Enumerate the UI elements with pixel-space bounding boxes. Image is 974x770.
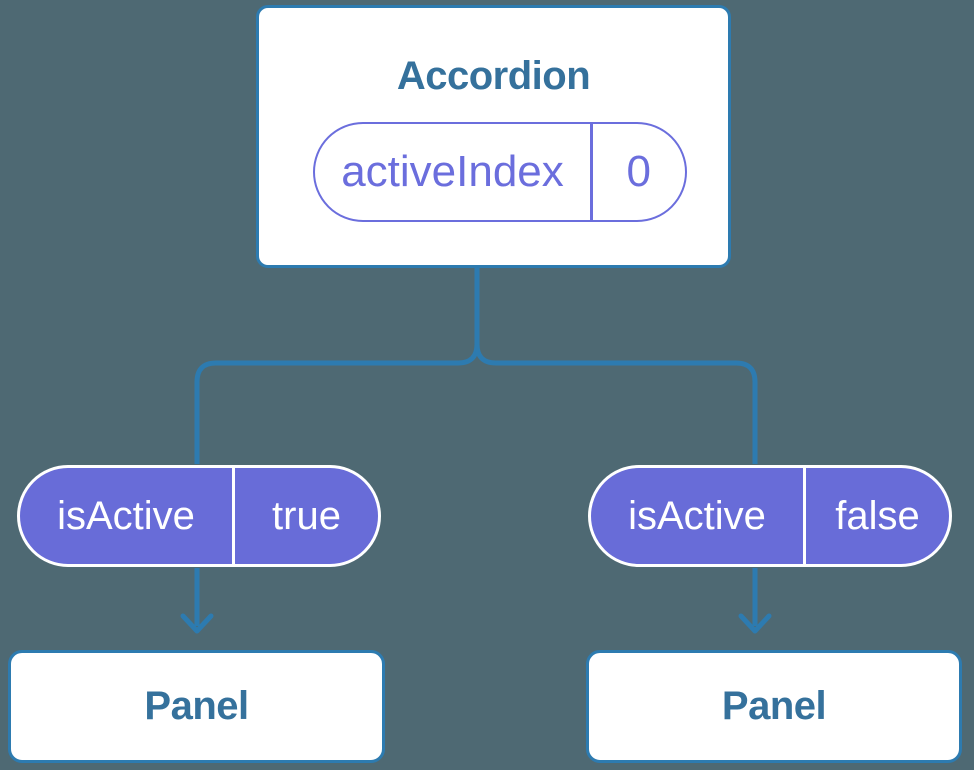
arrow-down-right-icon	[738, 613, 772, 634]
panel-card-right: Panel	[586, 650, 962, 763]
prop-pill-left-name: isActive	[57, 493, 195, 538]
accordion-card: Accordion activeIndex 0	[256, 5, 731, 268]
state-pill: activeIndex 0	[313, 122, 687, 222]
prop-pill-right-value: false	[835, 493, 920, 538]
accordion-card-title: Accordion	[396, 54, 591, 98]
panel-card-right-title: Panel	[721, 684, 827, 728]
panel-card-left: Panel	[8, 650, 385, 763]
prop-pill-right: isActive false	[588, 465, 952, 567]
prop-pill-right-name: isActive	[628, 493, 766, 538]
state-pill-name: activeIndex	[341, 147, 564, 196]
panel-card-left-title: Panel	[144, 684, 249, 728]
arrow-down-left-icon	[180, 613, 214, 634]
prop-pill-right-divider	[803, 468, 806, 564]
prop-pill-left-divider	[232, 468, 235, 564]
fork-line-left	[194, 266, 480, 464]
fork-line-right	[474, 266, 758, 464]
prop-pill-left: isActive true	[17, 465, 381, 567]
state-pill-value: 0	[626, 147, 651, 196]
state-pill-divider	[590, 124, 593, 220]
prop-pill-left-value: true	[272, 493, 341, 538]
